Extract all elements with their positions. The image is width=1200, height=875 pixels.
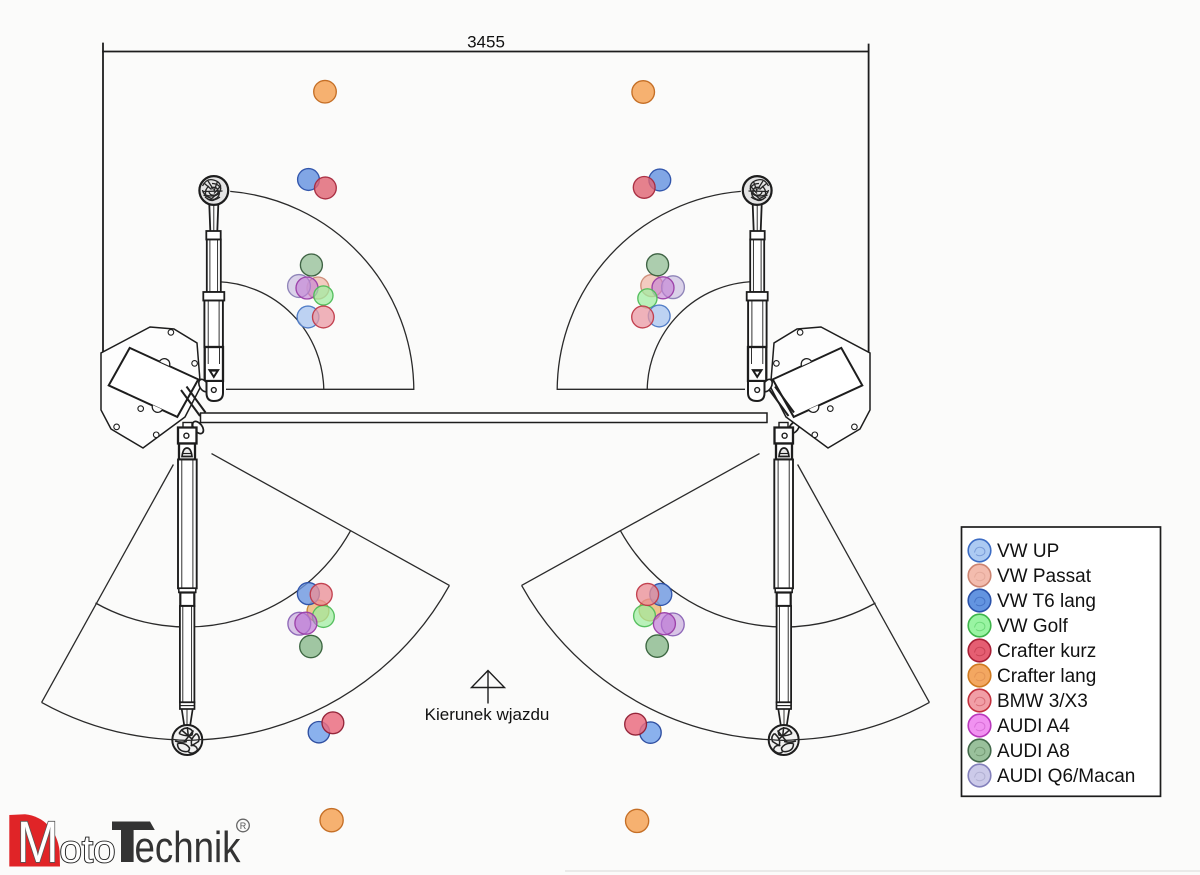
svg-text:AUDI A8: AUDI A8	[997, 741, 1070, 762]
svg-text:Kierunek wjazdu: Kierunek wjazdu	[425, 705, 550, 724]
svg-text:VW Golf: VW Golf	[997, 616, 1068, 637]
svg-text:VW T6 lang: VW T6 lang	[997, 591, 1096, 612]
svg-text:Crafter lang: Crafter lang	[997, 666, 1096, 687]
svg-text:VW Passat: VW Passat	[997, 566, 1092, 587]
svg-text:3455: 3455	[467, 33, 505, 52]
svg-text:Crafter kurz: Crafter kurz	[997, 641, 1096, 662]
svg-text:VW UP: VW UP	[997, 541, 1059, 562]
svg-text:M: M	[17, 810, 59, 875]
svg-text:AUDI A4: AUDI A4	[997, 716, 1070, 737]
svg-text:oto: oto	[60, 829, 116, 871]
svg-text:AUDI Q6/Macan: AUDI Q6/Macan	[997, 766, 1135, 787]
svg-text:echnik: echnik	[135, 823, 242, 872]
svg-text:R: R	[240, 821, 247, 831]
svg-text:BMW 3/X3: BMW 3/X3	[997, 691, 1088, 712]
